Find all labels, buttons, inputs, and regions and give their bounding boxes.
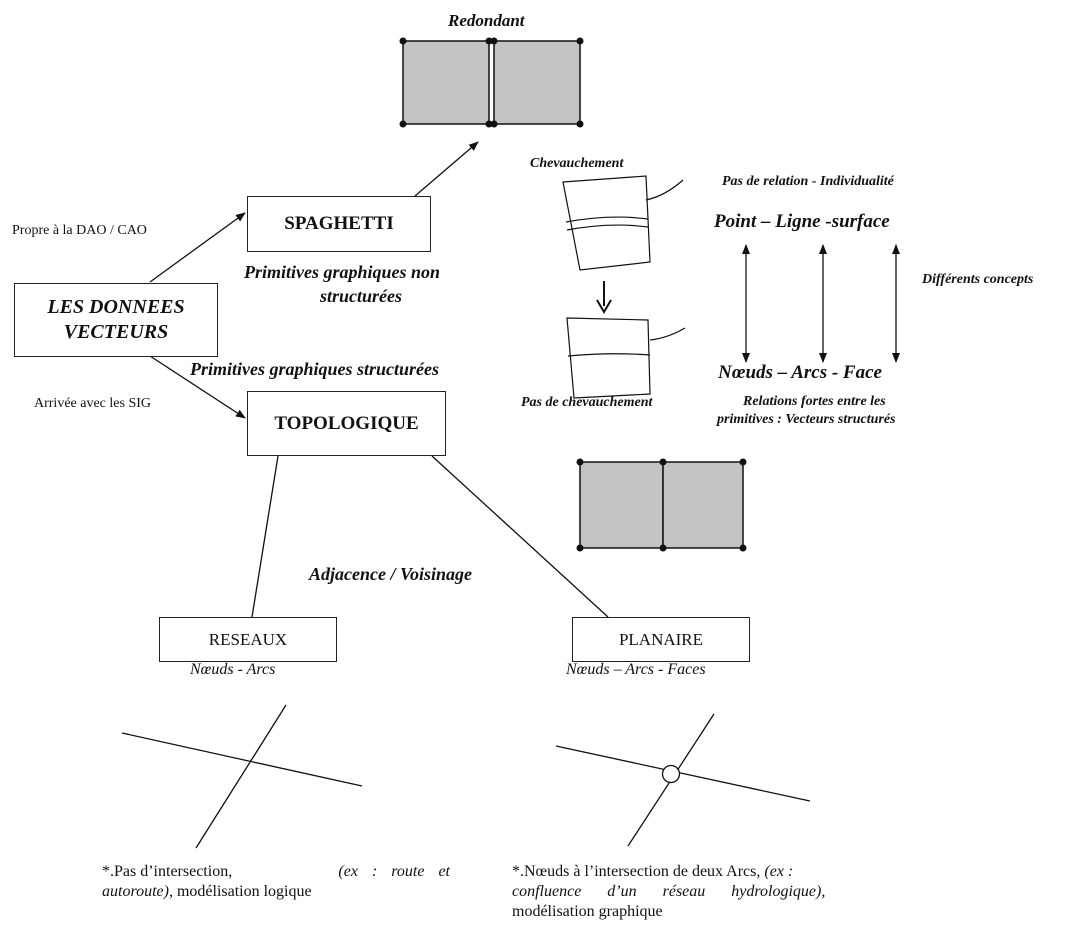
- reseaux-note: *.Pas d’intersection, (ex : route et aut…: [102, 862, 450, 902]
- planaire-note-l1a: *.Nœuds à l’intersection de deux Arcs,: [512, 863, 761, 880]
- line-topo-planaire: [431, 455, 609, 618]
- reseaux-box: RESEAUX: [159, 617, 337, 662]
- topologique-arrow-note: Arrivée avec les SIG: [34, 396, 152, 411]
- planaire-note: *.Nœuds à l’intersection de deux Arcs, (…: [512, 862, 970, 922]
- reseaux-note-l2a: autoroute),: [102, 883, 173, 900]
- arrow-to-topologique: [149, 355, 246, 419]
- planaire-note-l2: confluence d’un réseau hydrologique),: [512, 883, 826, 900]
- planaire-sub: Nœuds – Arcs - Faces: [566, 661, 706, 678]
- topologique-box-label: TOPOLOGIQUE: [274, 412, 419, 434]
- redondant-label: Redondant: [448, 11, 525, 30]
- overlap-sketch: [562, 175, 686, 399]
- spaghetti-arrow-note: Propre à la DAO / CAO: [12, 223, 147, 238]
- pas-chevauchement-label: Pas de chevauchement: [521, 395, 653, 410]
- relations-note-line2: primitives : Vecteurs structurés: [717, 412, 896, 427]
- redondant-squares: [399, 37, 584, 128]
- spaghetti-box: SPAGHETTI: [247, 196, 431, 252]
- spaghetti-desc-line2: structurées: [320, 286, 403, 306]
- planaire-crossing: [555, 713, 811, 847]
- reseaux-crossing: [121, 704, 363, 849]
- concepts-row-top: Point – Ligne -surface: [714, 211, 890, 232]
- topologic-squares: [576, 458, 747, 552]
- pas-de-relation-note: Pas de relation - Individualité: [722, 174, 894, 189]
- planaire-note-l1b: (ex :: [760, 863, 794, 880]
- adjacence-label: Adjacence / Voisinage: [309, 564, 472, 584]
- topologique-desc: Primitives graphiques structurées: [190, 359, 440, 379]
- reseaux-note-l2b: modélisation logique: [172, 883, 312, 900]
- arrow-to-spaghetti: [149, 212, 246, 283]
- reseaux-sub: Nœuds - Arcs: [190, 661, 276, 678]
- spaghetti-desc-line1: Primitives graphiques non: [244, 262, 441, 282]
- root-box: LES DONNEES VECTEURS: [14, 283, 218, 357]
- chevauchement-label: Chevauchement: [530, 156, 624, 171]
- reseaux-box-label: RESEAUX: [208, 629, 288, 649]
- differents-concepts-note: Différents concepts: [922, 272, 1034, 287]
- planaire-box: PLANAIRE: [572, 617, 750, 662]
- planaire-note-l3: modélisation graphique: [512, 903, 663, 920]
- planaire-box-label: PLANAIRE: [618, 629, 704, 649]
- reseaux-note-l1a: *.Pas d’intersection,: [102, 863, 233, 880]
- topologique-box: TOPOLOGIQUE: [247, 391, 446, 456]
- reseaux-note-l1b: (ex : route et: [338, 863, 450, 880]
- relations-note-line1: Relations fortes entre les: [743, 394, 886, 409]
- concepts-row-bottom: Nœuds – Arcs - Face: [718, 362, 882, 383]
- spaghetti-box-label: SPAGHETTI: [284, 213, 394, 234]
- line-topo-reseaux: [251, 455, 279, 618]
- root-box-label: LES DONNEES VECTEURS: [47, 296, 185, 343]
- arrow-spaghetti-to-redondant: [414, 141, 479, 197]
